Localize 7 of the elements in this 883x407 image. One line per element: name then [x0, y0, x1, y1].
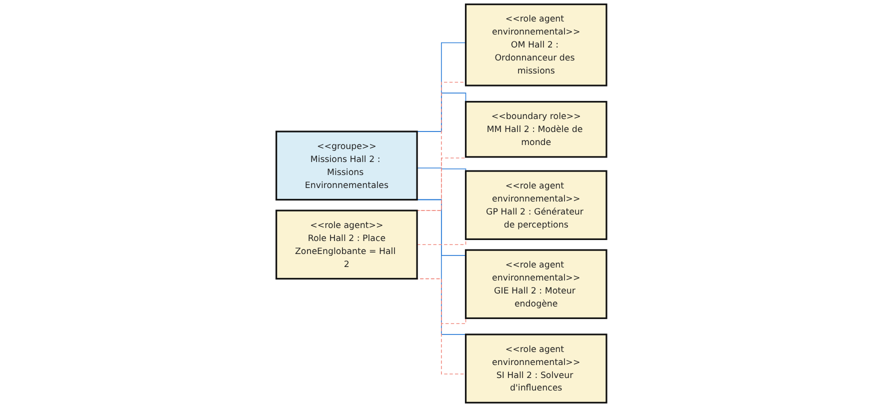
node-box: <<groupe>> Missions Hall 2 : Missions Environnementales — [276, 130, 418, 201]
node-box: <<role agent environnemental>> OM Hall 2 : Ordonnanceur des missions — [465, 4, 608, 86]
node-box: <<boundary role>> MM Hall 2 : Modèle de monde — [465, 100, 608, 158]
node-box: <<role agent environnemental>> GIE Hall 2 : Moteur endogène — [465, 249, 608, 320]
node-box: <<role agent environnemental>> SI Hall 2 : Solveur d'influences — [465, 334, 608, 404]
node-box: <<role agent>> Role Hall 2 : Place ZoneEnglobante = Hall 2 — [276, 210, 418, 280]
node-box: <<role agent environnemental>> GP Hall 2 : Générateur de perceptions — [465, 170, 608, 240]
